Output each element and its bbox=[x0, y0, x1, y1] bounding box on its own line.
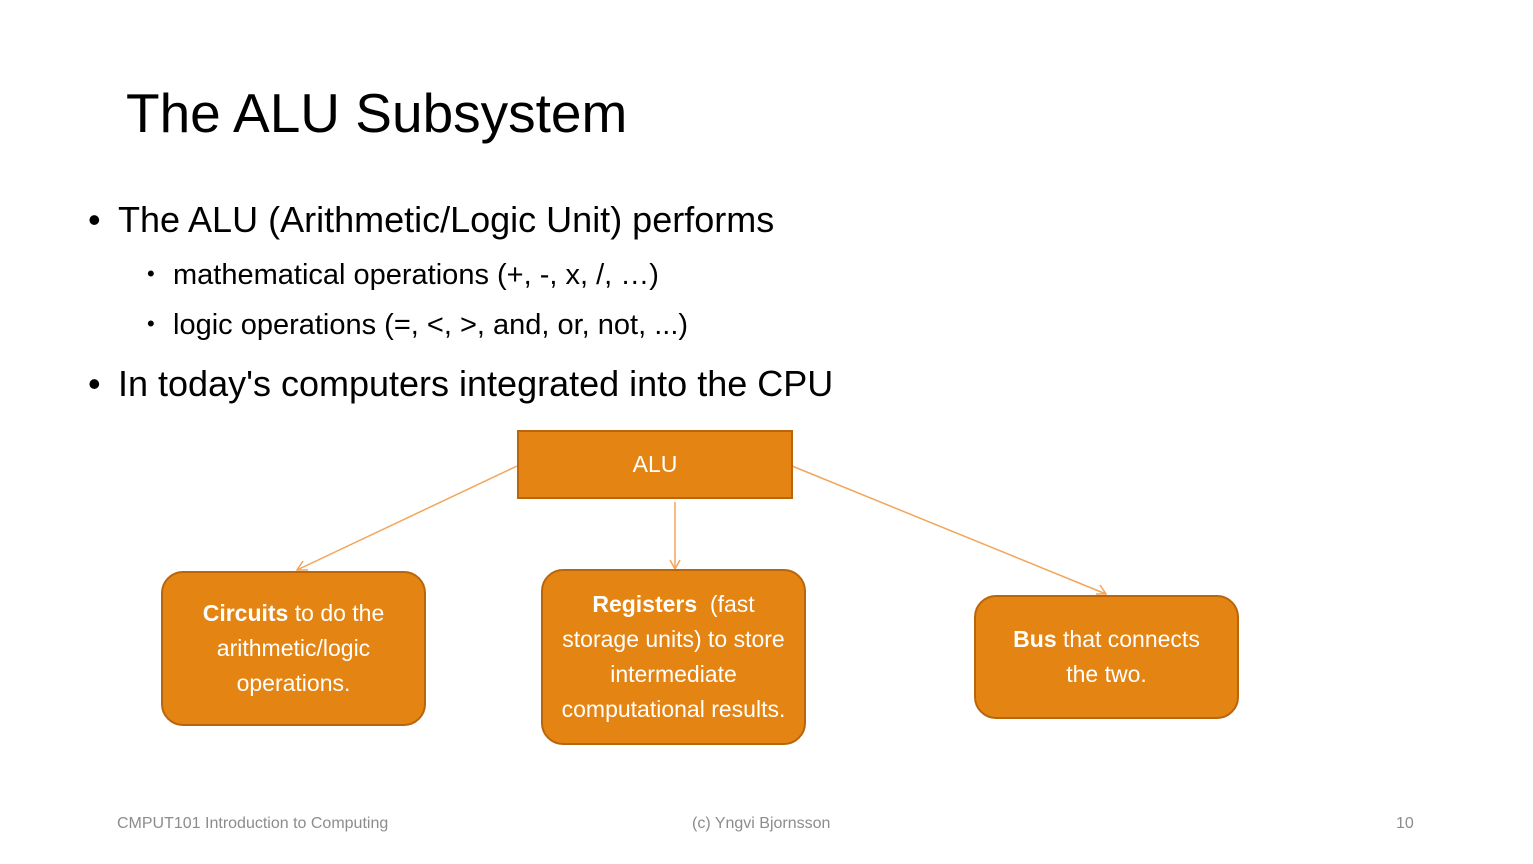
bullet-text: The ALU (Arithmetic/Logic Unit) performs bbox=[118, 199, 775, 240]
bullet-text: logic operations (=, <, >, and, or, not,… bbox=[173, 309, 689, 341]
footer-author: (c) Yngvi Bjornsson bbox=[692, 815, 831, 832]
bullet-item: • The ALU (Arithmetic/Logic Unit) perform… bbox=[88, 198, 774, 242]
circuits-description: to do the arithmetic/logic operations. bbox=[216, 600, 385, 696]
footer-course: CMPUT101 Introduction to Computing bbox=[117, 815, 389, 832]
connector-alu-to-bus bbox=[791, 465, 1107, 595]
arrowhead-icon bbox=[295, 560, 308, 571]
circuits-text: Circuits to do the arithmetic/logic oper… bbox=[181, 596, 406, 701]
registers-description: (fast storage units) to store intermedia… bbox=[561, 591, 792, 722]
slide-title: The ALU Subsystem bbox=[126, 82, 628, 144]
alu-box: ALU bbox=[517, 430, 793, 499]
bus-box: Bus that connects the two. bbox=[974, 595, 1239, 719]
bullet-icon: • bbox=[147, 261, 155, 286]
bullet-text: mathematical operations (+, -, x, /, …) bbox=[173, 259, 659, 291]
connector-alu-to-circuits bbox=[296, 465, 518, 571]
registers-term: Registers bbox=[592, 591, 698, 617]
circuits-term: Circuits bbox=[202, 600, 289, 626]
bullet-text: In today's computers integrated into the… bbox=[118, 363, 834, 404]
bus-description: that connects the two. bbox=[1056, 626, 1200, 687]
sub-bullet-item: • logic operations (=, <, >, and, or, not… bbox=[147, 306, 688, 343]
bullet-icon: • bbox=[88, 363, 101, 404]
circuits-box: Circuits to do the arithmetic/logic oper… bbox=[161, 571, 426, 726]
registers-text: Registers (fast storage units) to store … bbox=[557, 587, 790, 727]
page-number: 10 bbox=[1396, 815, 1414, 832]
sub-bullet-item: • mathematical operations (+, -, x, /, …) bbox=[147, 256, 659, 293]
bus-term: Bus bbox=[1013, 626, 1057, 652]
bus-text: Bus that connects the two. bbox=[994, 622, 1219, 692]
bullet-item: • In today's computers integrated into th… bbox=[88, 362, 833, 406]
bullet-icon: • bbox=[88, 199, 101, 240]
registers-box: Registers (fast storage units) to store … bbox=[541, 569, 806, 745]
arrowhead-icon bbox=[1096, 584, 1108, 595]
alu-label: ALU bbox=[632, 451, 678, 477]
bullet-icon: • bbox=[147, 311, 155, 336]
